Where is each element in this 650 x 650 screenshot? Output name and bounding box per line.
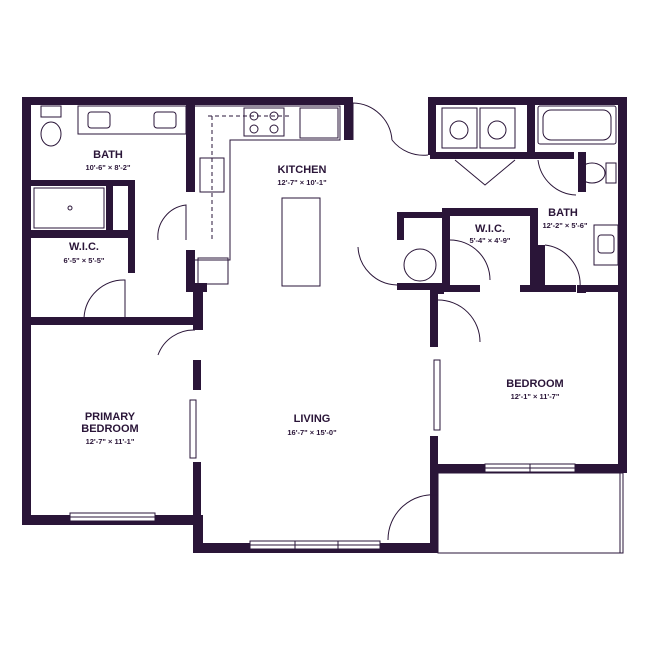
primary-bedroom-dims: 12'-7" × 11'-1" [86, 437, 135, 446]
balcony [437, 472, 624, 554]
bedroom-dims: 12'-1" × 11'-7" [511, 392, 560, 401]
doors [83, 102, 581, 541]
bath-secondary-label: BATH [548, 207, 578, 219]
bath-secondary-dims: 12'-2" × 5'-6" [542, 221, 588, 230]
primary-bedroom-label-line1: PRIMARY [85, 411, 136, 423]
bath-primary-dims: 10'-6" × 8'-2" [85, 163, 131, 172]
bath-primary-label: BATH [93, 149, 123, 161]
windows [69, 359, 576, 550]
interior-walls [22, 97, 627, 517]
room-labels: BATH 10'-6" × 8'-2" KITCHEN 12'-7" × 10'… [64, 149, 588, 446]
living-label: LIVING [294, 413, 331, 425]
primary-bedroom-label-line2: BEDROOM [81, 423, 138, 435]
fixtures [33, 105, 619, 287]
kitchen-label: KITCHEN [278, 164, 327, 176]
wic-secondary-label: W.I.C. [475, 223, 505, 235]
wic-secondary-dims: 5'-4" × 4'-9" [470, 236, 511, 245]
bedroom-label: BEDROOM [506, 378, 563, 390]
wic-primary-dims: 6'-5" × 5'-5" [64, 256, 105, 265]
living-dims: 16'-7" × 15'-0" [287, 428, 337, 437]
wic-primary-label: W.I.C. [69, 241, 99, 253]
kitchen-dims: 12'-7" × 10'-1" [277, 178, 327, 187]
